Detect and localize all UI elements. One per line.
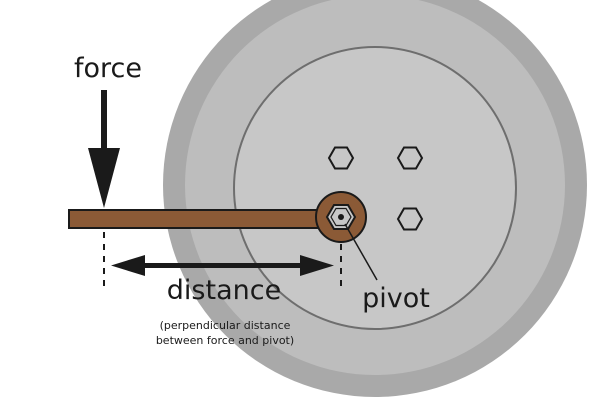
wrench-handle bbox=[68, 209, 322, 229]
pivot-pointer-icon bbox=[344, 223, 378, 281]
pivot-point bbox=[338, 214, 344, 220]
distance-arrow-icon bbox=[111, 255, 334, 276]
distance-label: distance bbox=[167, 275, 281, 306]
pivot-label: pivot bbox=[362, 283, 430, 314]
hex-nut-icon bbox=[327, 146, 355, 170]
wrench-head bbox=[315, 191, 367, 243]
hex-nut-icon bbox=[396, 207, 424, 231]
distance-note-line2: between force and pivot) bbox=[156, 334, 294, 347]
force-arrow-icon bbox=[88, 90, 120, 208]
hex-nut-icon bbox=[396, 146, 424, 170]
distance-note-line1: (perpendicular distance bbox=[160, 319, 291, 332]
dashed-reference-lines bbox=[103, 232, 342, 288]
lug-nuts bbox=[327, 146, 424, 231]
force-label: force bbox=[74, 53, 142, 84]
